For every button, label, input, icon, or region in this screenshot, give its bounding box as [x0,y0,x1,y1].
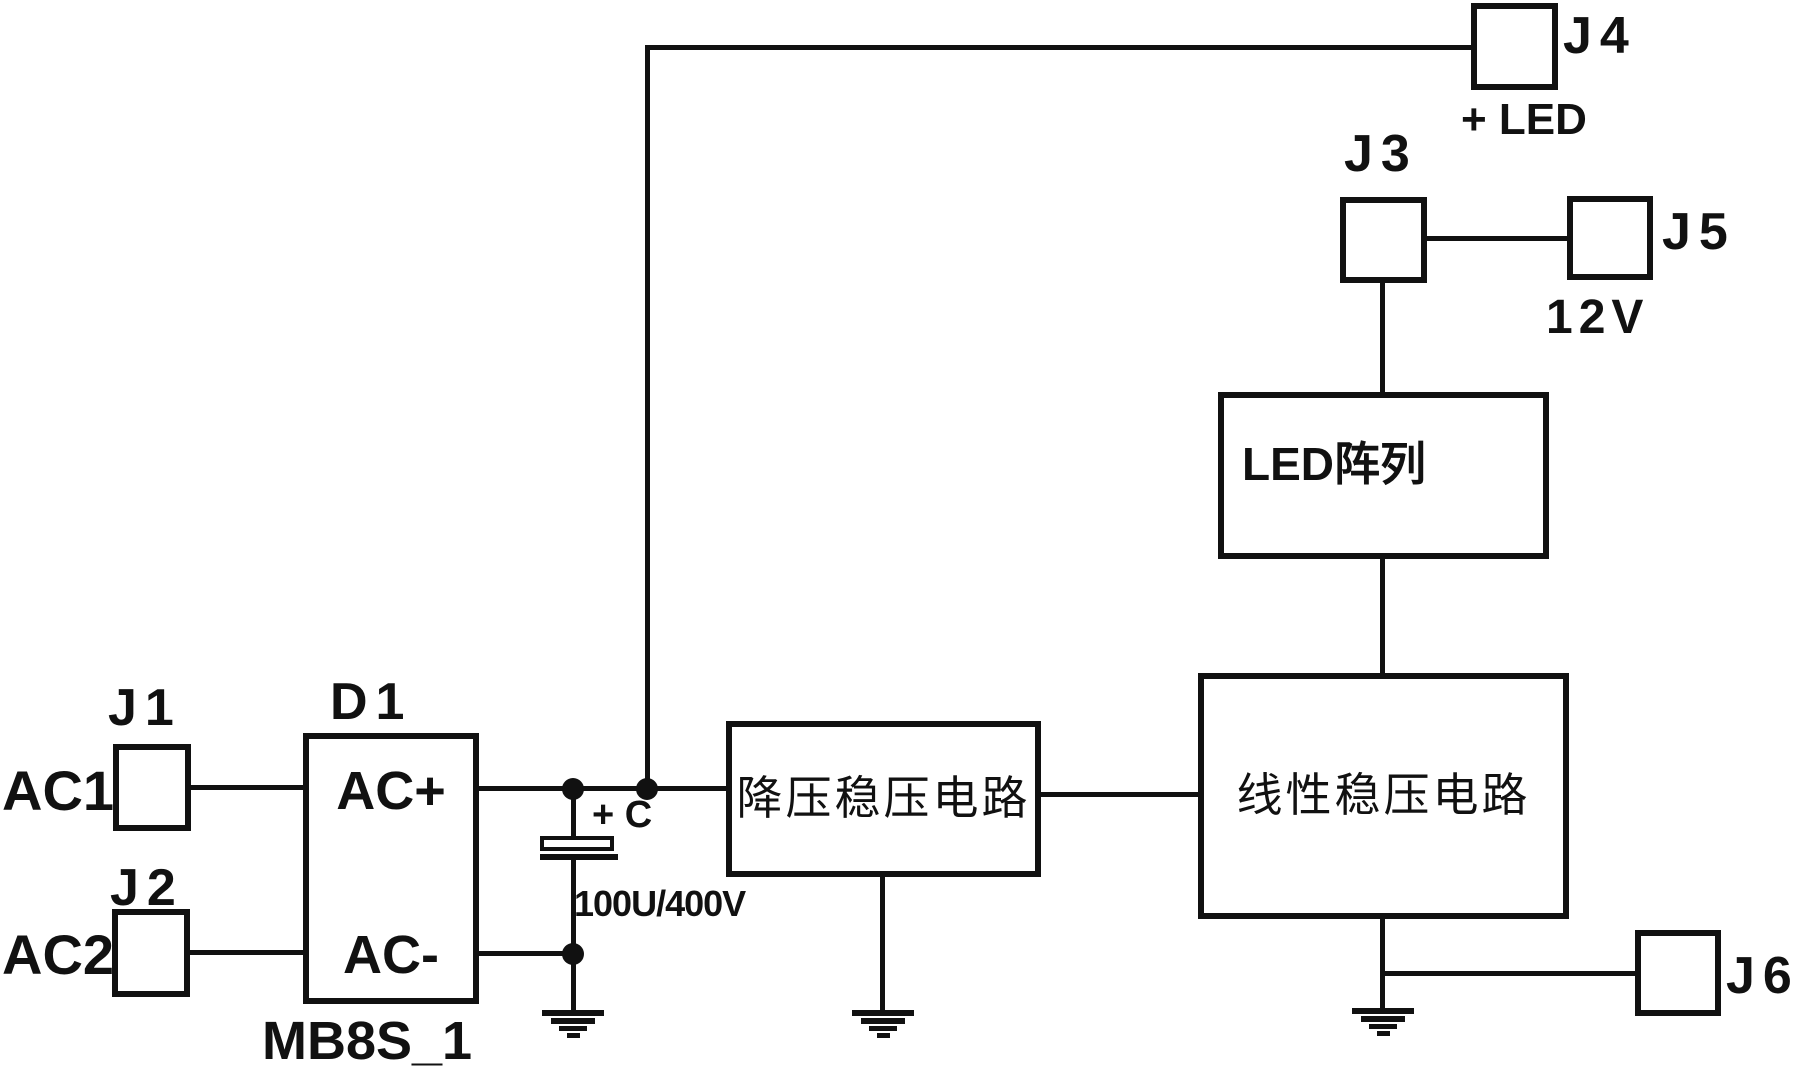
led-array-label: LED阵列 [1242,437,1426,490]
led-array-box [1218,392,1549,559]
junction-dot [636,778,658,800]
wire-riser-to-j4 [645,45,1473,50]
wire-buck-to-ground [880,874,885,1012]
connector-j4-box [1471,3,1558,90]
bridge-rectifier-box [303,733,479,1004]
ground-symbol [542,1010,604,1038]
buck-regulator-label: 降压稳压电路 [736,773,1031,824]
net-label-12v: 12V [1546,291,1650,344]
wire-linear-to-j6 [1380,971,1637,976]
wire-j3-to-j5 [1425,236,1569,241]
capacitor-positive-plate [540,836,614,851]
wire-cap-bottom-lead [571,858,576,1012]
net-label-ac2: AC2 [2,923,115,986]
bridge-rectifier-part-number: MB8S_1 [262,1011,473,1071]
wire-j1-to-d1 [189,785,305,790]
wire-riser-vertical [645,47,650,790]
connector-j1-box [113,744,191,831]
connector-j6-label: J6 [1726,947,1800,1005]
wire-d1-to-buck [476,786,728,791]
connector-j4-label: J4 [1563,7,1637,65]
wire-j3-to-led-array [1380,280,1385,394]
connector-j6-box [1635,930,1721,1016]
connector-j1-label: J1 [108,679,182,737]
pin-label-ac-minus: AC- [343,925,439,985]
pin-label-ac-plus: AC+ [336,761,446,821]
wire-d1-acminus [476,951,575,956]
wire-buck-to-linear [1040,792,1200,797]
junction-dot [562,943,584,965]
connector-j5-box [1567,196,1653,280]
connector-j3-box [1340,197,1427,283]
wire-j2-to-d1 [189,950,305,955]
wire-cap-top-lead [571,788,576,838]
wire-linear-to-ground [1380,916,1385,1012]
capacitor-value: 100U/400V [574,883,746,924]
connector-j5-label: J5 [1662,203,1736,261]
net-label-plus-led: + LED [1461,95,1587,144]
ground-symbol [852,1010,914,1038]
connector-j3-label: J3 [1344,125,1418,183]
buck-regulator-box [726,721,1041,877]
linear-regulator-box [1198,673,1569,919]
capacitor-designator: + C [592,794,653,836]
connector-j2-label: J2 [110,859,184,917]
connector-j2-box [112,909,190,997]
capacitor-negative-plate [540,854,618,860]
ground-symbol [1352,1008,1414,1036]
wire-led-array-to-linear [1380,556,1385,675]
net-label-ac1: AC1 [2,759,115,822]
bridge-rectifier-designator: D1 [330,673,413,731]
junction-dot [562,778,584,800]
linear-regulator-label: 线性稳压电路 [1236,770,1531,821]
